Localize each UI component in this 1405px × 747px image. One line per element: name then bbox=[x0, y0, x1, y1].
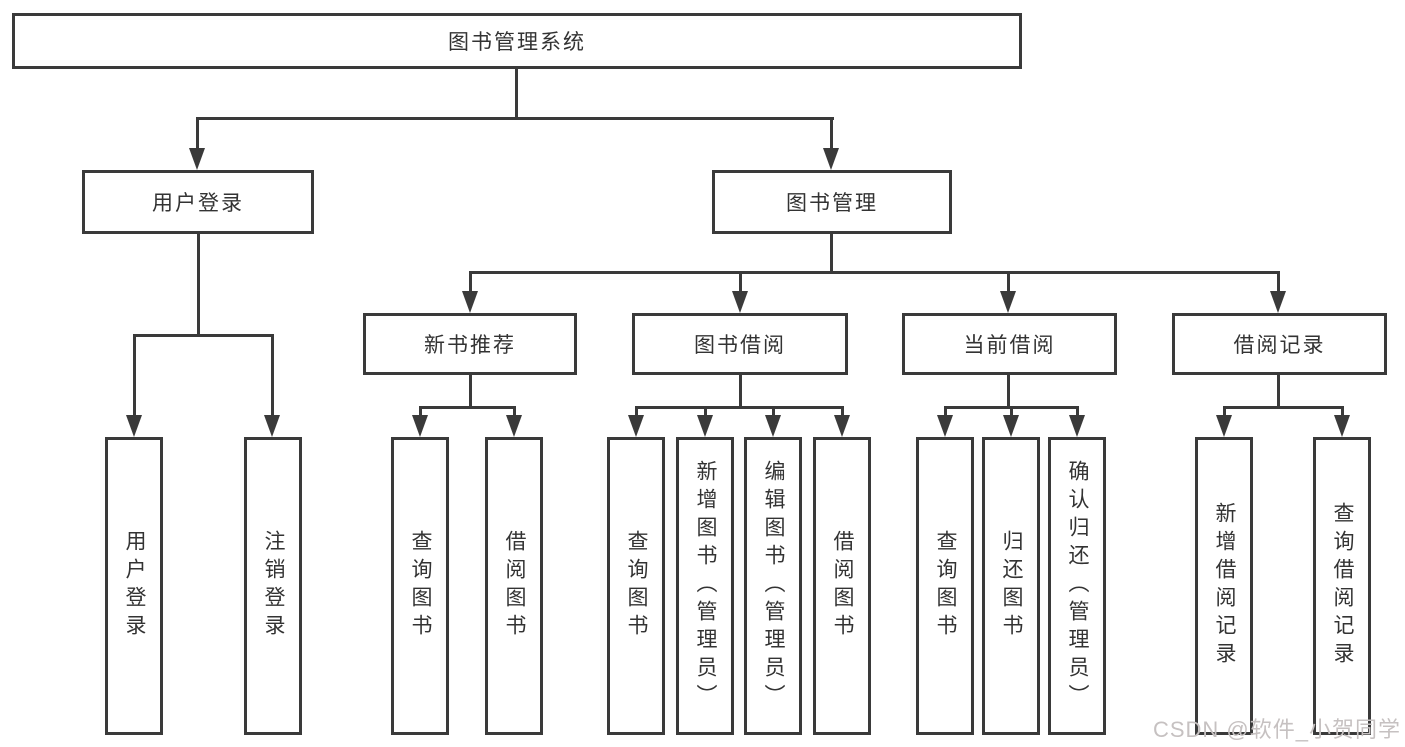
connector-arrowhead bbox=[1334, 415, 1350, 437]
connector-line bbox=[1277, 375, 1280, 408]
connector-line bbox=[419, 406, 516, 409]
node-borrowing-borrow-books: 借阅图书 bbox=[813, 437, 871, 735]
connector-line bbox=[739, 271, 742, 295]
node-borrowing-query-books: 查询图书 bbox=[607, 437, 665, 735]
connector-line bbox=[1007, 271, 1010, 295]
connector-arrowhead bbox=[189, 148, 205, 170]
connector-line bbox=[196, 117, 199, 153]
connector-line bbox=[739, 375, 742, 408]
connector-arrowhead bbox=[1270, 291, 1286, 313]
connector-arrowhead bbox=[1069, 415, 1085, 437]
connector-line bbox=[469, 271, 1280, 274]
connector-line bbox=[841, 406, 844, 418]
node-book-borrowing: 图书借阅 bbox=[632, 313, 848, 375]
connector-arrowhead bbox=[823, 148, 839, 170]
node-user-login: 用户登录 bbox=[82, 170, 314, 234]
connector-line bbox=[1007, 375, 1010, 408]
node-user-login-leaf: 用户登录 bbox=[105, 437, 163, 735]
connector-line bbox=[196, 117, 834, 120]
connector-line bbox=[1076, 406, 1079, 418]
connector-arrowhead bbox=[1003, 415, 1019, 437]
connector-arrowhead bbox=[506, 415, 522, 437]
node-borrowing-records: 借阅记录 bbox=[1172, 313, 1387, 375]
connector-arrowhead bbox=[628, 415, 644, 437]
connector-arrowhead bbox=[765, 415, 781, 437]
node-root-system: 图书管理系统 bbox=[12, 13, 1022, 69]
node-recommend-query-books: 查询图书 bbox=[391, 437, 449, 735]
connector-arrowhead bbox=[412, 415, 428, 437]
connector-line bbox=[830, 117, 833, 153]
node-current-confirm-return-admin: 确认归还（管理员） bbox=[1048, 437, 1106, 735]
connector-arrowhead bbox=[264, 415, 280, 437]
node-current-return-books: 归还图书 bbox=[982, 437, 1040, 735]
connector-line bbox=[469, 375, 472, 408]
node-records-query-record: 查询借阅记录 bbox=[1313, 437, 1371, 735]
node-logout-leaf: 注销登录 bbox=[244, 437, 302, 735]
node-recommend-borrow-books: 借阅图书 bbox=[485, 437, 543, 735]
connector-line bbox=[1010, 406, 1013, 418]
connector-line bbox=[133, 334, 136, 418]
connector-line bbox=[635, 406, 638, 418]
connector-line bbox=[1341, 406, 1344, 418]
node-borrowing-add-books-admin: 新增图书（管理员） bbox=[676, 437, 734, 735]
node-current-query-books: 查询图书 bbox=[916, 437, 974, 735]
connector-arrowhead bbox=[697, 415, 713, 437]
connector-line bbox=[197, 234, 200, 337]
connector-line bbox=[133, 334, 274, 337]
node-new-book-recommend: 新书推荐 bbox=[363, 313, 577, 375]
connector-line bbox=[944, 406, 947, 418]
node-records-add-record: 新增借阅记录 bbox=[1195, 437, 1253, 735]
csdn-watermark: CSDN @软件_小贺同学 bbox=[1152, 717, 1401, 742]
connector-line bbox=[515, 69, 518, 120]
connector-arrowhead bbox=[126, 415, 142, 437]
connector-line bbox=[635, 406, 844, 409]
connector-line bbox=[513, 406, 516, 418]
connector-arrowhead bbox=[732, 291, 748, 313]
connector-line bbox=[1223, 406, 1344, 409]
connector-line bbox=[1277, 271, 1280, 295]
connector-line bbox=[1223, 406, 1226, 418]
node-current-borrowing: 当前借阅 bbox=[902, 313, 1117, 375]
connector-line bbox=[419, 406, 422, 418]
connector-line bbox=[469, 271, 472, 295]
connector-arrowhead bbox=[834, 415, 850, 437]
node-book-management: 图书管理 bbox=[712, 170, 952, 234]
connector-line bbox=[704, 406, 707, 418]
connector-arrowhead bbox=[937, 415, 953, 437]
connector-arrowhead bbox=[462, 291, 478, 313]
node-borrowing-edit-books-admin: 编辑图书（管理员） bbox=[744, 437, 802, 735]
connector-arrowhead bbox=[1216, 415, 1232, 437]
connector-line bbox=[271, 334, 274, 418]
connector-line bbox=[772, 406, 775, 418]
connector-line bbox=[830, 234, 833, 274]
connector-arrowhead bbox=[1000, 291, 1016, 313]
